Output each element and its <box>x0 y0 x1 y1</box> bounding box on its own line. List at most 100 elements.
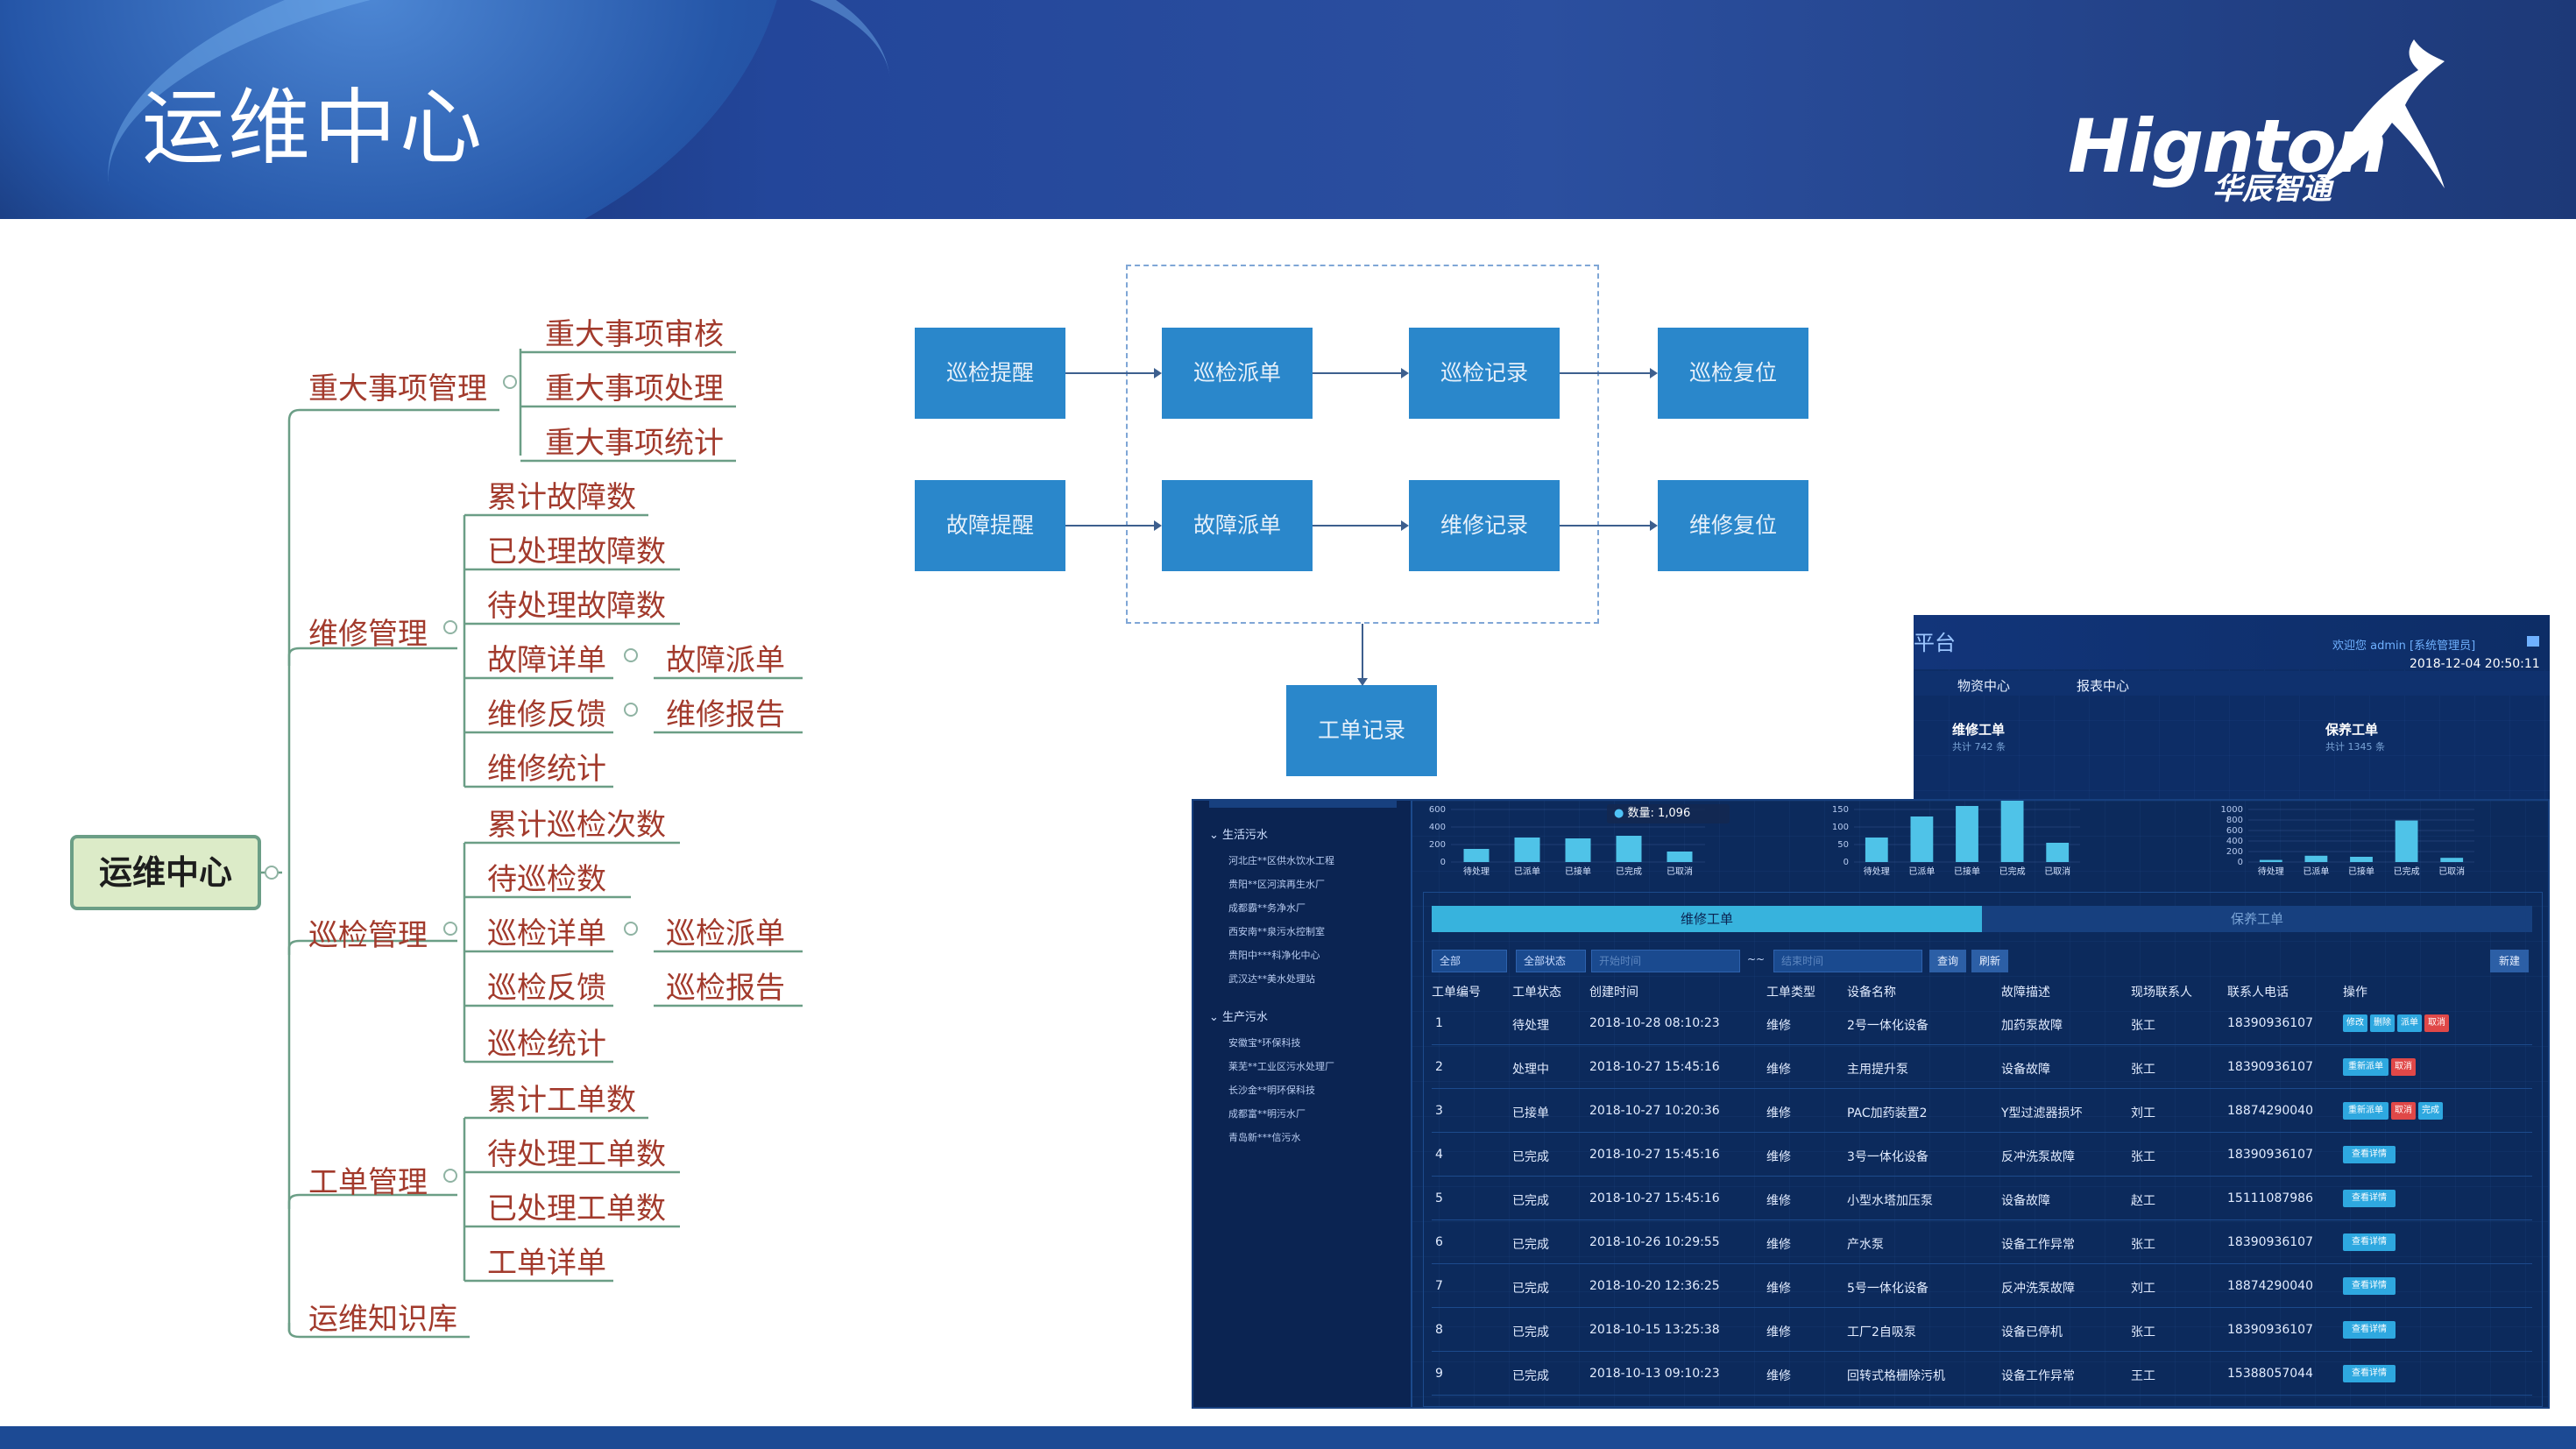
sidebar-group-industrial[interactable]: ⌄ 生产污水 <box>1209 1011 1269 1024</box>
nav-reports[interactable]: 报表中心 <box>2077 678 2130 694</box>
branch-knowledge-base[interactable]: 运维知识库 <box>308 1302 457 1337</box>
nav-materials[interactable]: 物资中心 <box>1957 678 2011 694</box>
table-cell-contact: 赵工 <box>2131 1194 2155 1208</box>
table-cell-phone: 15388057044 <box>2227 1367 2313 1381</box>
menu-icon[interactable] <box>2527 636 2539 647</box>
bar[interactable] <box>1956 806 1978 862</box>
sidebar-item[interactable]: 成都霸**务净水厂 <box>1228 902 1306 914</box>
query-button[interactable]: 查询 <box>1929 950 1966 972</box>
status-bar-charts: 0200400600待处理已派单已接单已完成已取消050100150待处理已派单… <box>1429 801 2474 877</box>
table-cell-contact: 王工 <box>2131 1369 2155 1383</box>
sidebar-item[interactable]: 贵阳**区河滨再生水厂 <box>1228 879 1325 890</box>
date-separator: ~~ <box>1747 953 1766 965</box>
sidebar-item[interactable]: 莱芜**工业区污水处理厂 <box>1228 1061 1334 1072</box>
branch-workorder[interactable]: 工单管理 <box>308 1165 428 1200</box>
action-edit-button[interactable]: 修改 <box>2343 1014 2367 1032</box>
sidebar-item[interactable]: 长沙金**明环保科技 <box>1228 1085 1315 1096</box>
action-detail-button[interactable]: 查看详情 <box>2343 1321 2396 1339</box>
bar[interactable] <box>2000 801 2024 862</box>
filter-status-select[interactable]: 全部状态 <box>1516 950 1586 972</box>
action-redispatch-button[interactable]: 重新派单 <box>2343 1102 2388 1120</box>
refresh-button[interactable]: 刷新 <box>1971 950 2008 972</box>
table-cell-status: 待处理 <box>1512 1019 1549 1033</box>
tab-repair-orders[interactable]: 维修工单 <box>1432 906 1982 932</box>
sidebar-item[interactable]: 西安南**泉污水控制室 <box>1228 926 1325 937</box>
table-cell-id: 5 <box>1435 1191 1443 1205</box>
action-done-button[interactable]: 完成 <box>2418 1102 2443 1120</box>
branch-maintenance[interactable]: 维修管理 <box>308 617 428 652</box>
bar[interactable] <box>1514 838 1540 862</box>
bar[interactable] <box>2304 855 2328 862</box>
mindmap-root[interactable]: 运维中心 <box>70 835 261 910</box>
sidebar-item[interactable]: 安徽宝*环保科技 <box>1228 1037 1301 1049</box>
sidebar-item[interactable]: 贵阳中***科净化中心 <box>1228 950 1320 961</box>
flow-fault-dispatch[interactable]: 故障派单 <box>1162 480 1313 571</box>
table-cell-device: 产水泵 <box>1847 1238 1884 1252</box>
filter-all-select[interactable]: 全部 <box>1432 950 1507 972</box>
bar[interactable] <box>2440 858 2464 862</box>
end-time-input[interactable]: 结束时间 <box>1773 950 1922 972</box>
bar[interactable] <box>1463 849 1490 862</box>
col-actions: 操作 <box>2343 986 2367 1000</box>
bar[interactable] <box>1910 816 1934 862</box>
action-del-button[interactable]: 删除 <box>2370 1014 2395 1032</box>
sidebar-item[interactable]: 河北庄**区供水饮水工程 <box>1228 855 1334 866</box>
flow-repair-record[interactable]: 维修记录 <box>1409 480 1560 571</box>
action-detail-button[interactable]: 查看详情 <box>2343 1146 2396 1163</box>
flow-inspection-dispatch[interactable]: 巡检派单 <box>1162 328 1313 419</box>
action-cancel-button[interactable]: 取消 <box>2391 1058 2416 1076</box>
col-status: 工单状态 <box>1512 986 1561 1000</box>
table-cell-id: 7 <box>1435 1279 1443 1293</box>
action-detail-button[interactable]: 查看详情 <box>2343 1365 2396 1382</box>
chart-title-upkeep: 保养工单 <box>2325 722 2379 738</box>
flow-fault-reminder[interactable]: 故障提醒 <box>915 480 1065 571</box>
table-cell-phone: 18390936107 <box>2227 1148 2313 1162</box>
sidebar-group-domestic[interactable]: ⌄ 生活污水 <box>1209 829 1269 842</box>
action-detail-button[interactable]: 查看详情 <box>2343 1233 2396 1251</box>
bar[interactable] <box>1667 852 1693 862</box>
row-divider <box>1432 1395 2532 1396</box>
node-fault-detail: 故障详单 <box>487 643 606 678</box>
bar[interactable] <box>1865 838 1888 862</box>
table-cell-status: 已完成 <box>1512 1282 1549 1296</box>
start-time-input[interactable]: 开始时间 <box>1591 950 1740 972</box>
datetime: 2018-12-04 20:50:11 <box>2410 657 2540 671</box>
action-redispatch-button[interactable]: 重新派单 <box>2343 1058 2388 1076</box>
action-detail-button[interactable]: 查看详情 <box>2343 1277 2396 1295</box>
sidebar-item[interactable]: 青岛新***信污水 <box>1228 1132 1301 1143</box>
table-cell-time: 2018-10-27 15:45:16 <box>1589 1148 1720 1162</box>
y-tick-label: 400 <box>2226 837 2243 846</box>
bar[interactable] <box>2395 820 2418 862</box>
action-dispatch-button[interactable]: 派单 <box>2397 1014 2422 1032</box>
y-tick-label: 50 <box>1837 840 1849 850</box>
bar[interactable] <box>1616 836 1642 862</box>
flow-repair-reset[interactable]: 维修复位 <box>1658 480 1808 571</box>
flow-workorder-record[interactable]: 工单记录 <box>1286 685 1437 776</box>
tab-upkeep-orders[interactable]: 保养工单 <box>2230 911 2283 927</box>
branch-major-issues[interactable]: 重大事项管理 <box>308 371 487 406</box>
branch-inspection[interactable]: 巡检管理 <box>308 918 428 953</box>
node-repair-report: 维修报告 <box>666 697 785 732</box>
new-button[interactable]: 新建 <box>2490 950 2529 972</box>
flow-inspection-record[interactable]: 巡检记录 <box>1409 328 1560 419</box>
action-cancel-button[interactable]: 取消 <box>2391 1102 2416 1120</box>
table-cell-type: 维修 <box>1766 1150 1791 1164</box>
table-cell-phone: 18390936107 <box>2227 1235 2313 1249</box>
table-cell-status: 处理中 <box>1512 1063 1549 1077</box>
flow-inspection-reset[interactable]: 巡检复位 <box>1658 328 1808 419</box>
action-cancel-button[interactable]: 取消 <box>2424 1014 2449 1032</box>
table-cell-time: 2018-10-13 09:10:23 <box>1589 1367 1720 1381</box>
table-cell-device: PAC加药装置2 <box>1847 1106 1928 1120</box>
bar[interactable] <box>2046 843 2070 862</box>
sidebar-item[interactable]: 成都富**明污水厂 <box>1228 1108 1306 1120</box>
node-inspection-report: 巡检报告 <box>666 971 785 1006</box>
flow-inspection-reminder[interactable]: 巡检提醒 <box>915 328 1065 419</box>
sidebar-item[interactable]: 武汉达**美水处理站 <box>1228 973 1315 985</box>
bar[interactable] <box>2350 857 2373 862</box>
bar[interactable] <box>1565 838 1591 862</box>
bar[interactable] <box>2259 859 2282 862</box>
table-cell-desc: 反冲洗泵故障 <box>2001 1150 2075 1164</box>
x-tick-label: 已完成 <box>2394 866 2420 877</box>
app-header-crop: 平台 欢迎您 admin [系统管理员] 2018-12-04 20:50:11… <box>1914 615 2550 799</box>
action-detail-button[interactable]: 查看详情 <box>2343 1190 2396 1207</box>
